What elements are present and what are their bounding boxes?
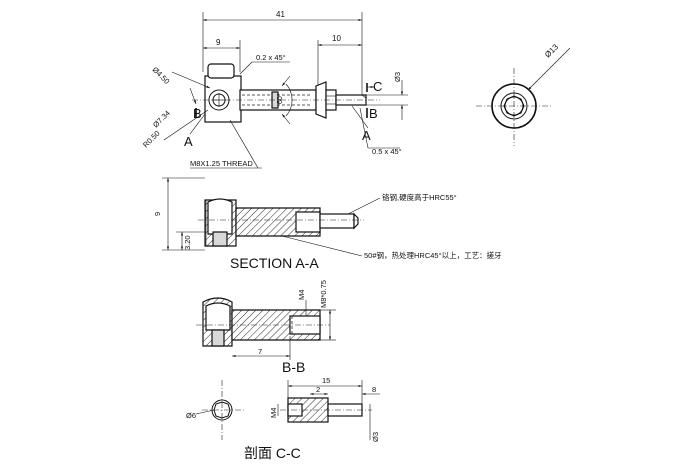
- end-view-outer: [491, 83, 537, 129]
- marker-a-bottom: A: [362, 128, 371, 143]
- cc-pin: [327, 403, 363, 417]
- main-view: 41 9 10 0.2 x 45°: [141, 10, 408, 169]
- section-bb-title: B-B: [282, 359, 305, 375]
- marker-b-left: B: [193, 106, 202, 121]
- section-aa: 9 3.20 铬钢,硬度高于HRC55° 50#钢，热处理HRC45°以上，工艺…: [153, 177, 502, 271]
- dim-bore-dia: Ø7.34: [151, 109, 172, 130]
- dim-aa-offset: 3.20: [183, 235, 192, 250]
- dim-cc-end: 8: [372, 385, 376, 394]
- dim-cc-length: 15: [322, 376, 330, 385]
- dim-head-dia: Ø4.50: [151, 65, 172, 86]
- note-pin-material: 铬钢,硬度高于HRC55°: [382, 192, 457, 202]
- marker-b-right: B: [369, 106, 378, 121]
- note-body-material: 50#钢，热处理HRC45°以上，工艺：搓牙: [364, 250, 502, 260]
- dim-cc-dia: Ø6: [186, 411, 196, 420]
- marker-c: C: [373, 79, 382, 94]
- head-body: [204, 75, 242, 123]
- dim-radius: R0.50: [141, 129, 162, 150]
- head-top: [207, 63, 235, 79]
- dim-chamfer-head: 0.2 x 45°: [256, 53, 286, 62]
- dim-aa-height: 9: [153, 212, 162, 216]
- dim-end-dia: Ø13: [543, 42, 560, 59]
- dim-head-length: 9: [216, 38, 221, 47]
- dim-bb-m8: M8*0.75: [319, 280, 328, 308]
- end-view: Ø13: [476, 42, 571, 146]
- cc-end-circle: [211, 399, 233, 421]
- dim-bb-m4: M4: [297, 290, 306, 300]
- section-cc-title: 剖面 C-C: [244, 445, 301, 461]
- dim-pin-dia: Ø3: [393, 72, 402, 82]
- section-cc: Ø6 15 2 8 M4 Ø3 剖面 C-C: [186, 376, 380, 461]
- marker-a-top: A: [184, 134, 193, 149]
- dim-bb-length: 7: [258, 347, 262, 356]
- dim-pin-length: 10: [332, 34, 341, 43]
- section-bb: M4 M8*0.75 7 B-B: [196, 280, 336, 375]
- section-aa-title: SECTION A-A: [230, 255, 319, 271]
- dim-overall-length: 41: [276, 10, 285, 19]
- dim-thread: M8X1.25 THREAD: [190, 159, 253, 168]
- dim-cc-pin-dia: Ø3: [371, 432, 380, 442]
- aa-pin: [319, 213, 355, 229]
- dim-cc-step: 2: [316, 385, 320, 394]
- dim-chamfer-pin: 0.5 x 45°: [372, 147, 402, 156]
- dim-angle: 60°: [276, 93, 284, 104]
- dim-cc-thread: M4: [269, 408, 278, 418]
